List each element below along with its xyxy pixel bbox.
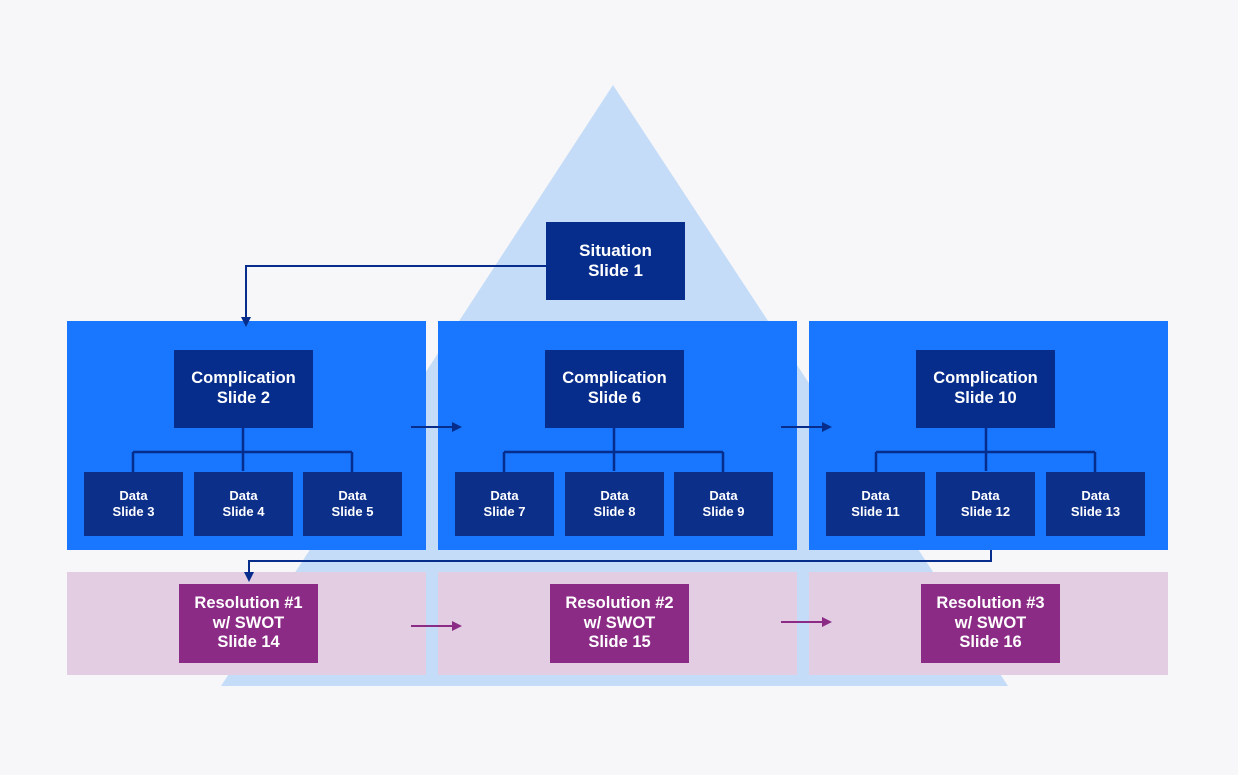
complication-box-slide-2: Complication Slide 2 [174,350,313,428]
data-box-slide-3: Data Slide 3 [84,472,183,536]
data-tree-connector-1 [131,428,354,472]
resolution-box-slide-16: Resolution #3 w/ SWOT Slide 16 [921,584,1060,663]
data-box-slide-5: Data Slide 5 [303,472,402,536]
complication-box-slide-6: Complication Slide 6 [545,350,684,428]
data-box-slide-13: Data Slide 13 [1046,472,1145,536]
data-tree-connector-3 [874,428,1097,472]
data-box-slide-8: Data Slide 8 [565,472,664,536]
data-box-slide-9: Data Slide 9 [674,472,773,536]
resolution-box-slide-14: Resolution #1 w/ SWOT Slide 14 [179,584,318,663]
data-tree-connector-2 [502,428,725,472]
situation-box: Situation Slide 1 [546,222,685,300]
resolution-box-slide-15: Resolution #2 w/ SWOT Slide 15 [550,584,689,663]
data-box-slide-11: Data Slide 11 [826,472,925,536]
data-box-slide-4: Data Slide 4 [194,472,293,536]
data-box-slide-12: Data Slide 12 [936,472,1035,536]
situation-to-complication-arrow [241,265,546,327]
data-box-slide-7: Data Slide 7 [455,472,554,536]
complication-to-resolution-arrow [244,550,992,582]
complication-box-slide-10: Complication Slide 10 [916,350,1055,428]
